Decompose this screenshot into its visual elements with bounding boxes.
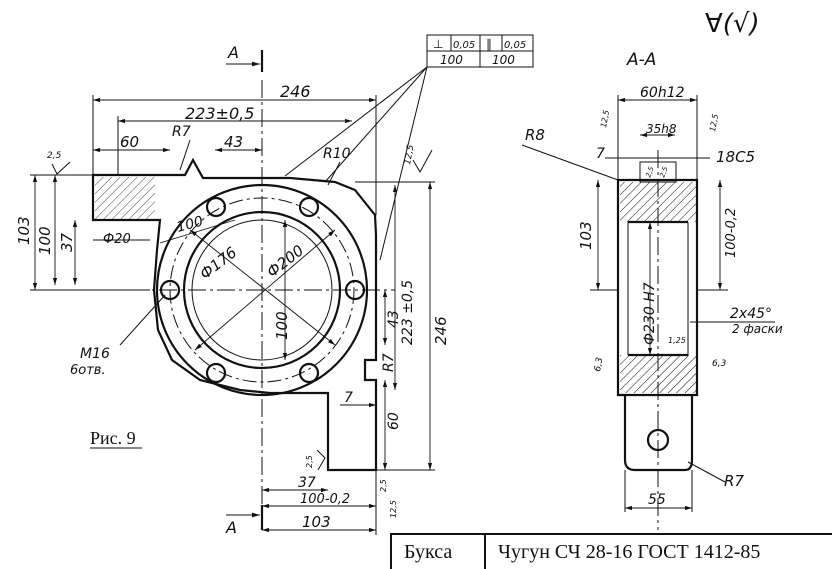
phi230-label: Ф230 Н7 xyxy=(642,282,658,345)
d100-vert-label: 100 xyxy=(273,311,291,340)
d18c5-label: 18С5 xyxy=(716,148,755,166)
tolerance-frame: ⊥ 0,05 ∥ 0,05 100 100 xyxy=(284,34,534,261)
rough-bottom2-label: 2,5 xyxy=(379,479,388,492)
rough-small-label: 2,5 xyxy=(305,455,314,468)
rough-63r-label: 6,3 xyxy=(712,359,727,369)
d43-right-label: 43 xyxy=(386,310,402,328)
rough-bottom-label: 12,5 xyxy=(389,500,398,518)
phi20-label: Ф20 xyxy=(103,232,131,247)
chamfer-note-label: 2 фаски xyxy=(732,322,783,336)
d246-right-label: 246 xyxy=(432,316,450,345)
d246-top-label: 246 xyxy=(280,82,311,101)
tol-perp-symbol: ⊥ xyxy=(433,37,443,51)
d103-left-label: 103 xyxy=(15,216,33,245)
section-view: А-А 60h12 12,5 12,5 35h8 R8 7 18С5 2,5 2… xyxy=(521,50,783,530)
d223-label: 223±0,5 xyxy=(185,104,254,123)
tol-value-2: 0,05 xyxy=(504,40,526,51)
rough-c-label: 1,25 xyxy=(668,336,686,345)
part-name: Букса xyxy=(392,535,486,569)
material-spec: Чугун СЧ 28-16 ГОСТ 1412-85 xyxy=(498,540,761,563)
d7-label: 7 xyxy=(344,390,353,406)
r7-right-label: R7 xyxy=(381,353,397,372)
tol-parallel-symbol: ∥ xyxy=(486,37,492,51)
d43-label: 43 xyxy=(224,133,243,151)
chamfer-label: 2х45° xyxy=(730,306,772,322)
rough-63l-label: 6,3 xyxy=(593,356,605,372)
r8-label: R8 xyxy=(525,126,545,144)
d100-left-label: 100 xyxy=(36,226,54,255)
main-view: A A Ф176 Ф200 100 M16 6отв. xyxy=(15,43,450,537)
section-label-a-bottom: A xyxy=(225,518,237,537)
tol-value-1: 0,05 xyxy=(453,40,475,51)
section-d100-label: 100-0,2 xyxy=(724,208,739,258)
title-block: Букса Чугун СЧ 28-16 ГОСТ 1412-85 xyxy=(390,533,832,569)
corner-roughness-mark: ∀(√) xyxy=(705,9,760,39)
section-label-a-top: A xyxy=(227,43,239,62)
section-d7-label: 7 xyxy=(596,146,605,162)
rough-b-label: 2,5 xyxy=(658,165,670,179)
tol-base-1: 100 xyxy=(440,53,463,67)
d60-label: 60 xyxy=(120,133,139,151)
r10-label: R10 xyxy=(323,146,351,162)
tol-base-2: 100 xyxy=(492,53,515,67)
rough-a-label: 2,5 xyxy=(644,165,656,179)
rough-r-label: 12,5 xyxy=(708,113,720,132)
d60h12-label: 60h12 xyxy=(640,85,685,101)
phi176-label: Ф176 xyxy=(196,243,240,283)
section-d103-label: 103 xyxy=(577,221,595,250)
section-title: А-А xyxy=(626,50,656,70)
d55-label: 55 xyxy=(648,492,666,508)
m16-label: M16 xyxy=(80,346,110,362)
d37-bottom-label: 37 xyxy=(298,475,316,491)
d100-bottom-label: 100-0,2 xyxy=(300,492,350,507)
d223-right-label: 223 ±0,5 xyxy=(400,280,416,345)
d60-right-label: 60 xyxy=(386,412,402,430)
r7-top-label: R7 xyxy=(172,124,191,140)
d103-bottom-label: 103 xyxy=(302,513,331,531)
d37-left-label: 37 xyxy=(58,232,76,252)
holes-label: 6отв. xyxy=(70,363,106,378)
d100-diag-label: 100 xyxy=(175,213,205,235)
rough-l-label: 12,5 xyxy=(599,109,611,128)
d35h8-label: 35h8 xyxy=(646,122,677,136)
section-r7-label: R7 xyxy=(724,472,744,490)
rough-left-label: 2,5 xyxy=(47,151,62,161)
figure-caption: Рис. 9 xyxy=(90,428,136,448)
